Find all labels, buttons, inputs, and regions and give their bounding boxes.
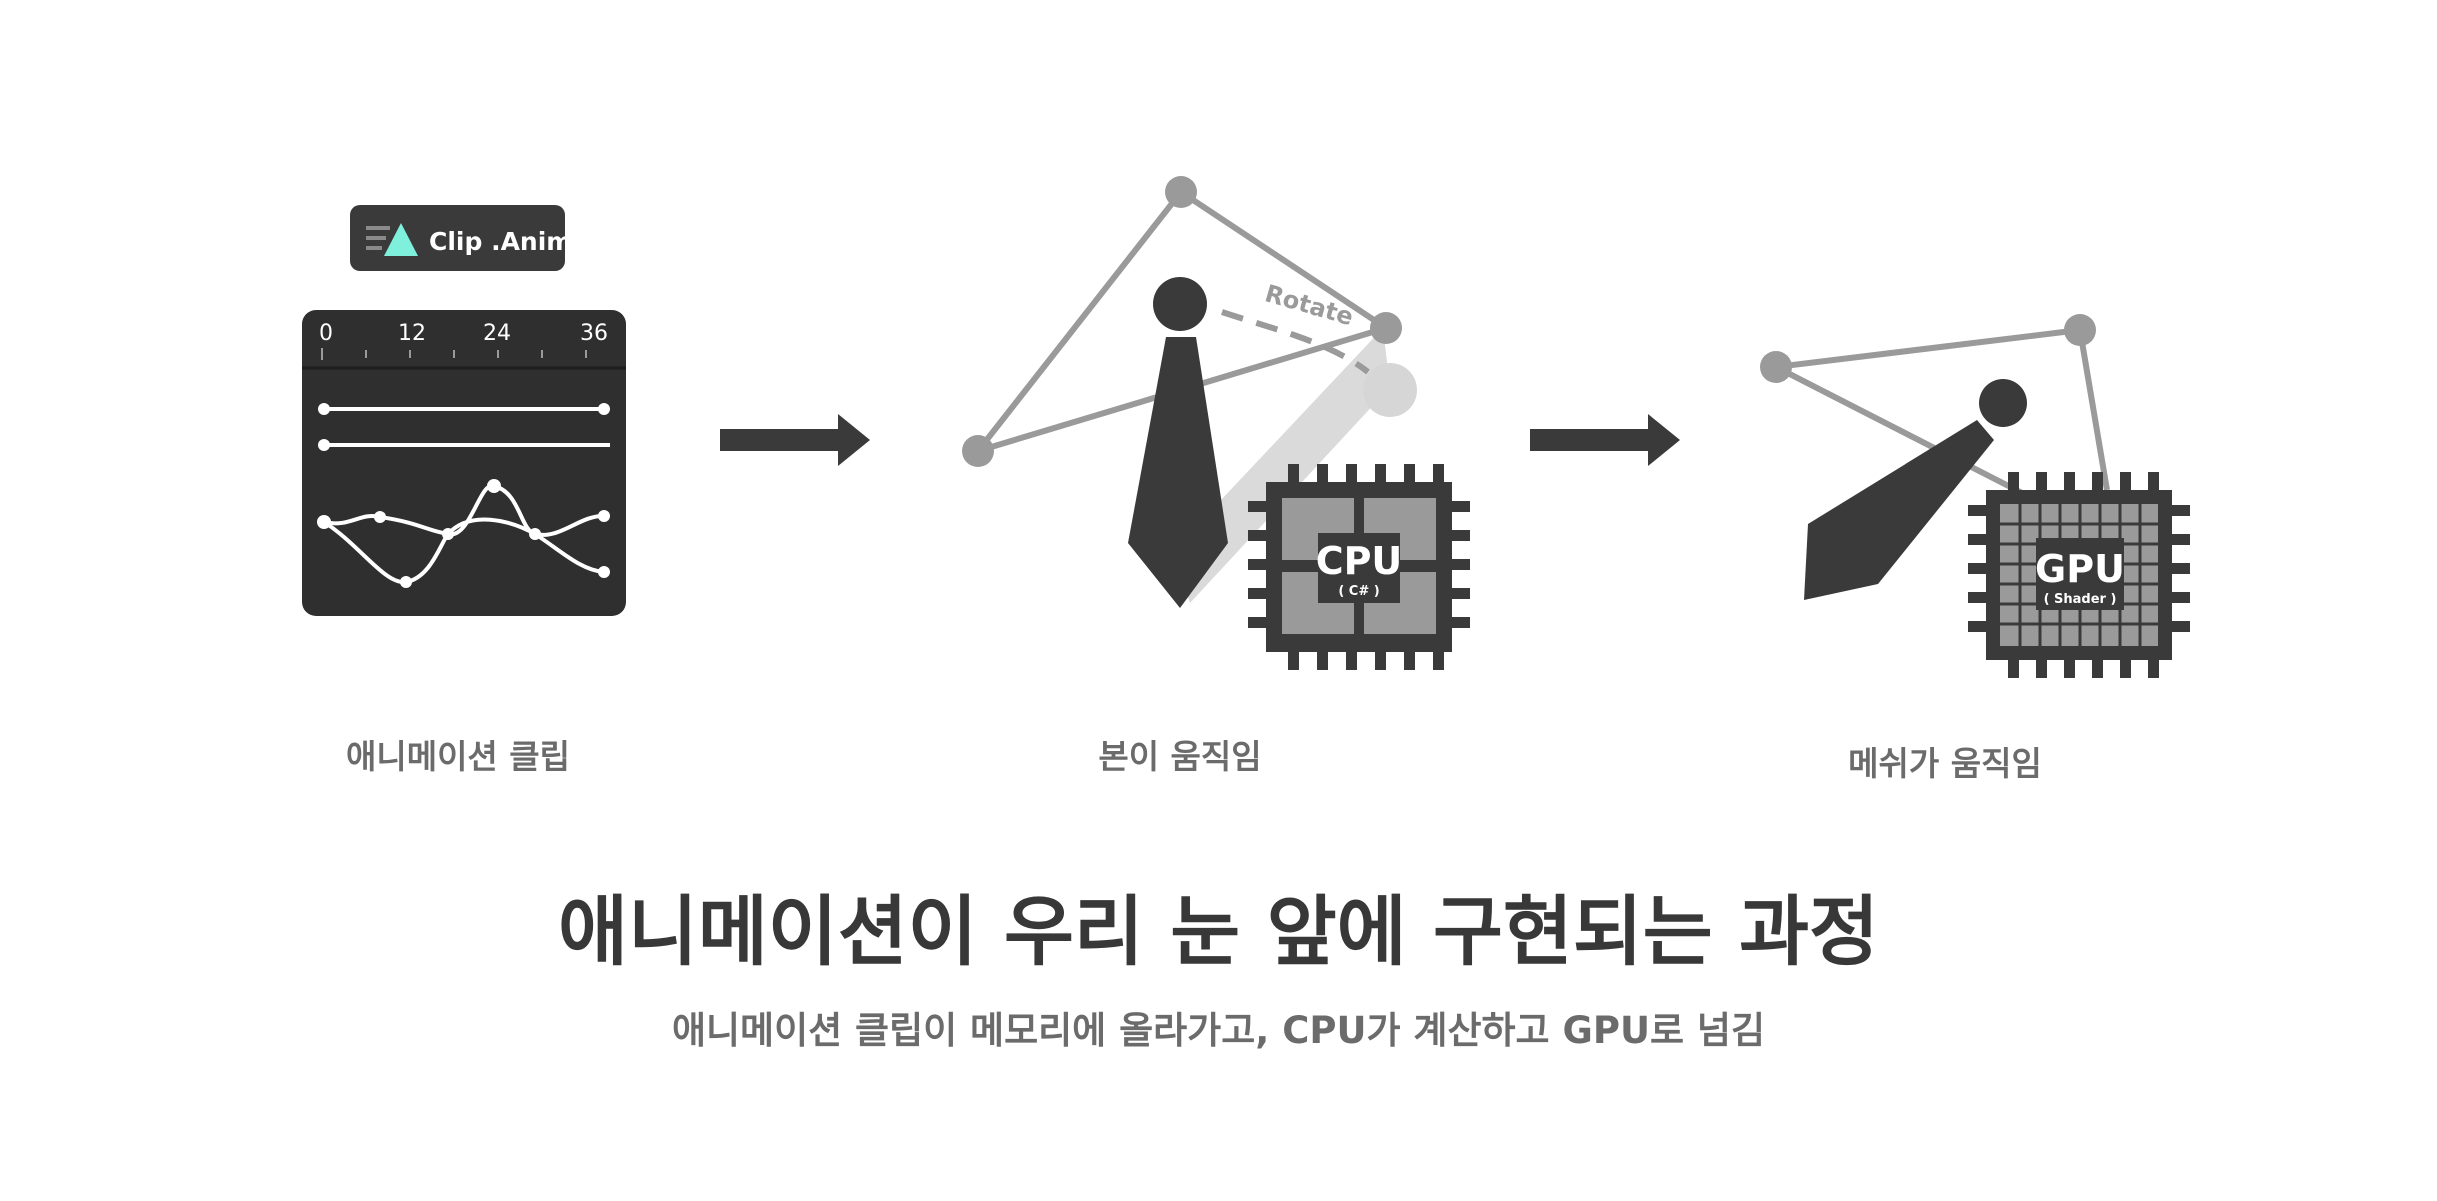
rotated-joint-ghost xyxy=(1363,363,1417,417)
mesh-deformation-diagram xyxy=(1760,314,2110,600)
animation-clip-panel: 0 12 24 36 xyxy=(302,310,626,616)
clip-badge: Clip .Anim xyxy=(350,205,572,271)
mesh-head xyxy=(1979,379,2027,427)
cpu-chip-icon: CPU ( C# ) xyxy=(1248,464,1470,670)
clip-badge-label: Clip .Anim xyxy=(429,227,572,256)
timeline-ticks xyxy=(321,348,587,360)
timeline-tick-label: 36 xyxy=(580,321,608,346)
timeline-tick-label: 12 xyxy=(398,321,426,346)
mesh-body xyxy=(1804,420,1994,600)
bone-joints xyxy=(962,176,1402,467)
keyframe-dots xyxy=(317,403,610,588)
bone-rotation-diagram: Rotate xyxy=(962,176,1417,608)
gpu-sublabel: ( Shader ) xyxy=(2044,592,2117,607)
mesh-joints xyxy=(1760,314,2096,383)
mesh-lines xyxy=(1774,327,2110,500)
rotate-arc xyxy=(1221,309,1370,375)
timeline-tick-label: 24 xyxy=(483,321,511,346)
rotate-label: Rotate xyxy=(1262,279,1357,331)
page-subtitle: 애니메이션 클립이 메모리에 올라가고, CPU가 계산하고 GPU로 넘김 xyxy=(671,1009,1766,1052)
step-label-animation-clip: 애니메이션 클립 xyxy=(345,737,570,776)
timeline-tick-label: 0 xyxy=(319,321,333,346)
bone-head xyxy=(1153,277,1207,331)
arrow-right-icon xyxy=(720,414,870,466)
gpu-label: GPU xyxy=(2035,547,2125,591)
step-label-bone-moves: 본이 움직임 xyxy=(1098,737,1262,776)
gpu-chip-icon: GPU ( Shader ) xyxy=(1968,472,2190,678)
arrow-right-icon xyxy=(1530,414,1680,466)
cpu-label: CPU xyxy=(1316,539,1403,583)
step-label-mesh-moves: 메쉬가 움직임 xyxy=(1848,744,2042,783)
page-title: 애니메이션이 우리 눈 앞에 구현되는 과정 xyxy=(558,887,1879,976)
clip-anim-icon xyxy=(366,223,418,256)
cpu-sublabel: ( C# ) xyxy=(1338,584,1379,599)
bone-body xyxy=(1128,337,1228,608)
